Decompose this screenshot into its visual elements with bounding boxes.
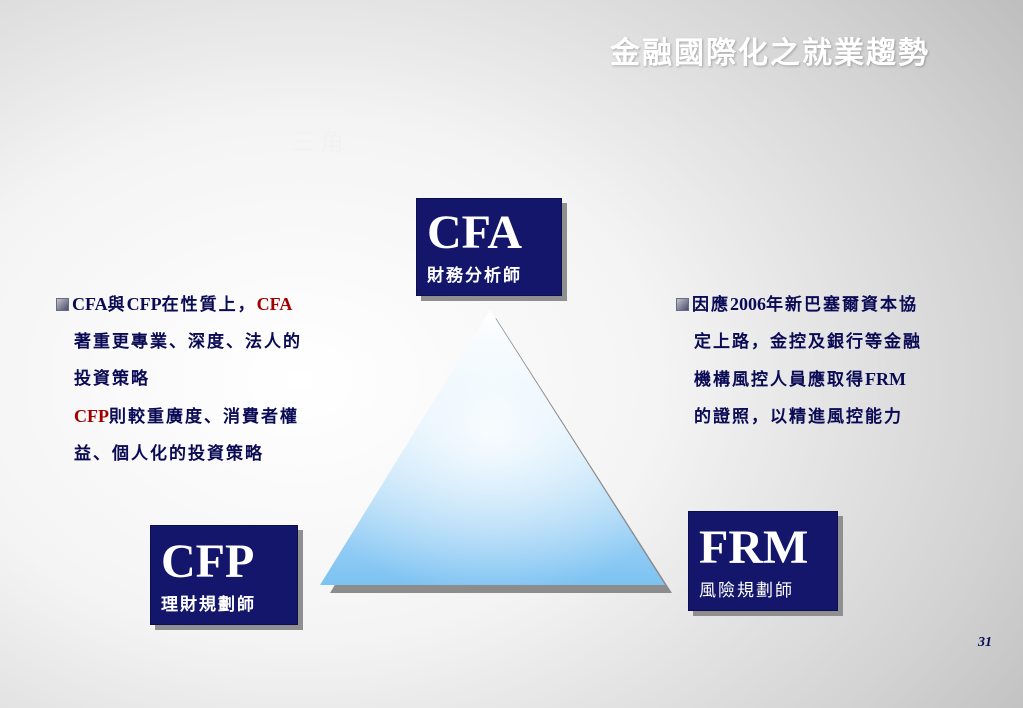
left-line-1: CFA與CFP在性質上，CFA (56, 286, 366, 324)
slide-title: 金融國際化之就業趨勢 (610, 36, 930, 71)
left-line-2: 著重更專業、深度、法人的 (74, 332, 302, 352)
right-text-due-to: 因應 (692, 295, 730, 315)
right-paragraph: 因應2006年新巴塞爾資本協 定上路，金控及銀行等金融 機構風控人員應取得FRM… (676, 286, 996, 436)
right-line-3: 機構風控人員應取得FRM (676, 361, 996, 399)
right-line-1: 因應2006年新巴塞爾資本協 (676, 286, 996, 324)
left-text-nature: 在性質上， (161, 295, 257, 315)
left-line-5: 益、個人化的投資策略 (74, 444, 264, 464)
frm-box: FRM 風險規劃師 (688, 511, 838, 611)
triangle-glow (320, 310, 665, 585)
right-line-4: 的證照，以精進風控能力 (694, 407, 903, 427)
cfa-box: CFA 財務分析師 (416, 198, 562, 296)
left-highlight-cfp: CFP (74, 406, 109, 426)
left-text-breadth: 則較重廣度、消費者權 (109, 407, 299, 427)
right-text-institutions: 機構風控人員應取得 (694, 370, 865, 390)
frm-subtitle: 風險規劃師 (699, 581, 794, 601)
right-text-basel: 年新巴塞爾資本協 (766, 295, 918, 315)
left-term-cfa: CFA (72, 294, 108, 314)
left-line-3: 投資策略 (74, 369, 150, 389)
cfa-subtitle: 財務分析師 (427, 266, 522, 286)
left-paragraph: CFA與CFP在性質上，CFA 著重更專業、深度、法人的 投資策略 CFP則較重… (56, 286, 366, 473)
left-highlight-cfa: CFA (256, 294, 293, 314)
bullet-square-icon (676, 298, 689, 311)
cfp-box: CFP 理財規劃師 (150, 525, 298, 625)
cfa-abbr: CFA (427, 206, 523, 259)
frm-abbr: FRM (699, 521, 809, 574)
cfp-subtitle: 理財規劃師 (161, 595, 256, 615)
left-line-4: CFP則較重廣度、消費者權 (56, 398, 366, 436)
cfp-abbr: CFP (161, 535, 255, 588)
right-term-frm: FRM (865, 369, 906, 389)
page-number: 31 (978, 635, 992, 650)
right-line-2: 定上路，金控及銀行等金融 (694, 332, 922, 352)
bullet-square-icon (56, 298, 69, 311)
left-term-cfp: CFP (126, 294, 162, 314)
faint-subtitle: 三角 (290, 128, 350, 156)
left-text-and: 與 (107, 295, 127, 315)
right-year: 2006 (730, 294, 766, 314)
